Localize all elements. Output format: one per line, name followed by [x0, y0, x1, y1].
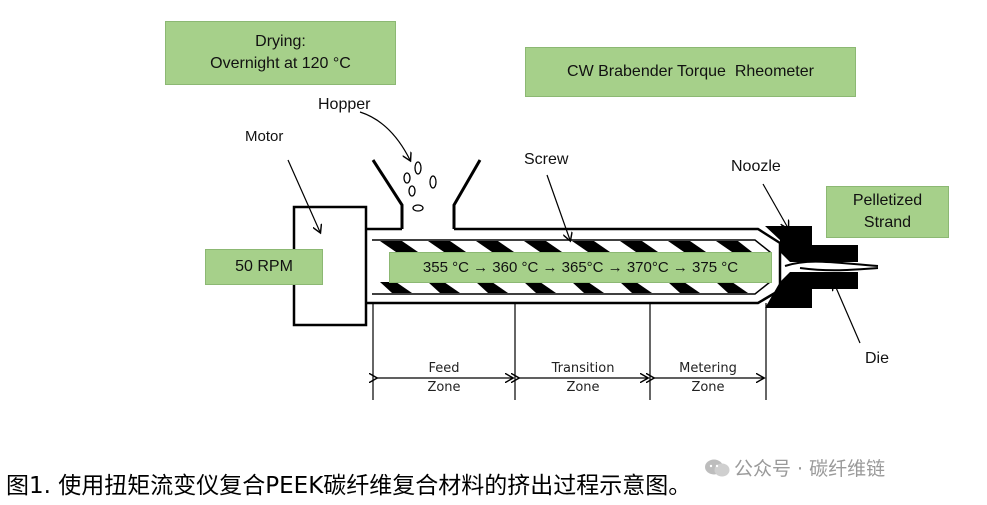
hopper-pellets: [403, 161, 437, 212]
figure-caption: 图1. 使用扭矩流变仪复合PEEK碳纤维复合材料的挤出过程示意图。: [6, 473, 692, 499]
noozle-label: Noozle: [731, 158, 781, 175]
zone-dividers: [372, 303, 767, 400]
watermark: 公众号 · 碳纤维链: [704, 454, 885, 481]
screw-label: Screw: [524, 151, 569, 168]
transition-zone-label: Transition Zone: [551, 361, 615, 395]
hopper: [371, 159, 482, 229]
screw-flights: [380, 241, 752, 293]
feed-zone-label: Feed Zone: [427, 361, 461, 395]
rpm-box: 50 RPM: [205, 249, 323, 285]
motor-label: Motor: [245, 128, 284, 145]
drying-box: Drying: Overnight at 120 °C: [165, 21, 396, 85]
pelletized-strand: [784, 260, 879, 272]
wechat-icon: [704, 458, 730, 478]
temperature-profile-box: 355 °C → 360 °C → 365°C → 370°C → 375 °C: [389, 252, 772, 283]
die-label: Die: [865, 350, 890, 367]
rheometer-box: CW Brabender Torque Rheometer: [525, 47, 856, 97]
pelletized-strand-box: Pelletized Strand: [826, 186, 949, 238]
hopper-label: Hopper: [318, 96, 371, 113]
pointer-lines: [287, 111, 861, 344]
watermark-text: 公众号 · 碳纤维链: [734, 458, 886, 480]
barrel: [366, 227, 782, 305]
metering-zone-label: Metering Zone: [679, 361, 737, 395]
